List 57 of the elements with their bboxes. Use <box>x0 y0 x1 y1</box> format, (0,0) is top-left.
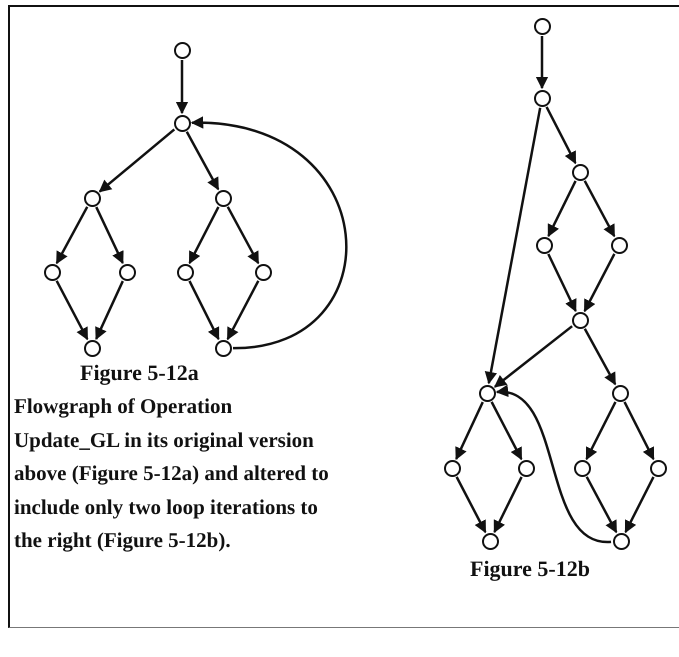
flow-node-circle <box>176 264 194 280</box>
arrow <box>188 280 220 340</box>
flow-node-circle <box>574 460 590 476</box>
arrow <box>584 328 616 386</box>
flow-node-circle <box>610 236 628 254</box>
arrow <box>545 106 577 164</box>
flow-node-circle <box>534 18 550 34</box>
caption: Flowgraph of Operation Update_GL in its original version above (Figure 5-12a) and altered to include only two loop iterations to the right (Figure 5-12b). <box>14 393 330 554</box>
arrow <box>623 401 655 460</box>
arrow <box>586 476 618 534</box>
flow-node-circle <box>44 264 60 280</box>
arrow <box>493 476 523 534</box>
flow-node-circle <box>214 340 232 356</box>
flow-node-circle <box>536 236 552 254</box>
arrow <box>496 386 612 544</box>
flow-node-circle <box>572 164 588 180</box>
flow-node-circle <box>214 190 232 206</box>
flow-node-circle <box>118 264 136 280</box>
arrow <box>98 128 176 193</box>
arrow <box>56 206 88 264</box>
flow-node-circle <box>650 460 666 476</box>
arrow <box>455 402 484 460</box>
arrow <box>56 280 88 340</box>
arrow <box>584 253 616 312</box>
arrow <box>95 206 124 264</box>
flow-node-circle <box>254 264 272 280</box>
arrow <box>624 476 655 534</box>
arrow <box>584 180 616 238</box>
flow-node-circle <box>84 190 100 206</box>
arrow <box>226 280 260 340</box>
arrow <box>585 401 617 460</box>
arrow <box>536 36 548 90</box>
arrow <box>490 401 522 460</box>
flow-node-circle <box>174 42 190 58</box>
arrow <box>456 476 486 534</box>
arrow <box>186 131 220 190</box>
arrow <box>226 206 260 264</box>
arrow <box>547 180 577 238</box>
figure-label: Figure 5-12b <box>470 556 590 582</box>
flow-node-circle <box>84 340 100 356</box>
arrow <box>95 280 124 340</box>
flow-node-circle <box>518 460 534 476</box>
arrow <box>176 60 188 114</box>
flow-node-circle <box>482 532 498 550</box>
arrow <box>547 253 577 312</box>
flow-node-circle <box>572 312 588 328</box>
figure-label: Figure 5-12a <box>80 360 199 386</box>
arrow <box>494 325 573 388</box>
flow-node-circle <box>534 90 550 106</box>
arrow <box>190 117 347 350</box>
flow-node-circle <box>444 460 460 476</box>
arrow <box>188 206 220 264</box>
flow-node-circle <box>478 384 496 402</box>
flow-node-circle <box>612 384 628 402</box>
flow-node-circle <box>612 532 630 550</box>
flow-node-circle <box>174 114 190 132</box>
arrow <box>484 108 542 384</box>
